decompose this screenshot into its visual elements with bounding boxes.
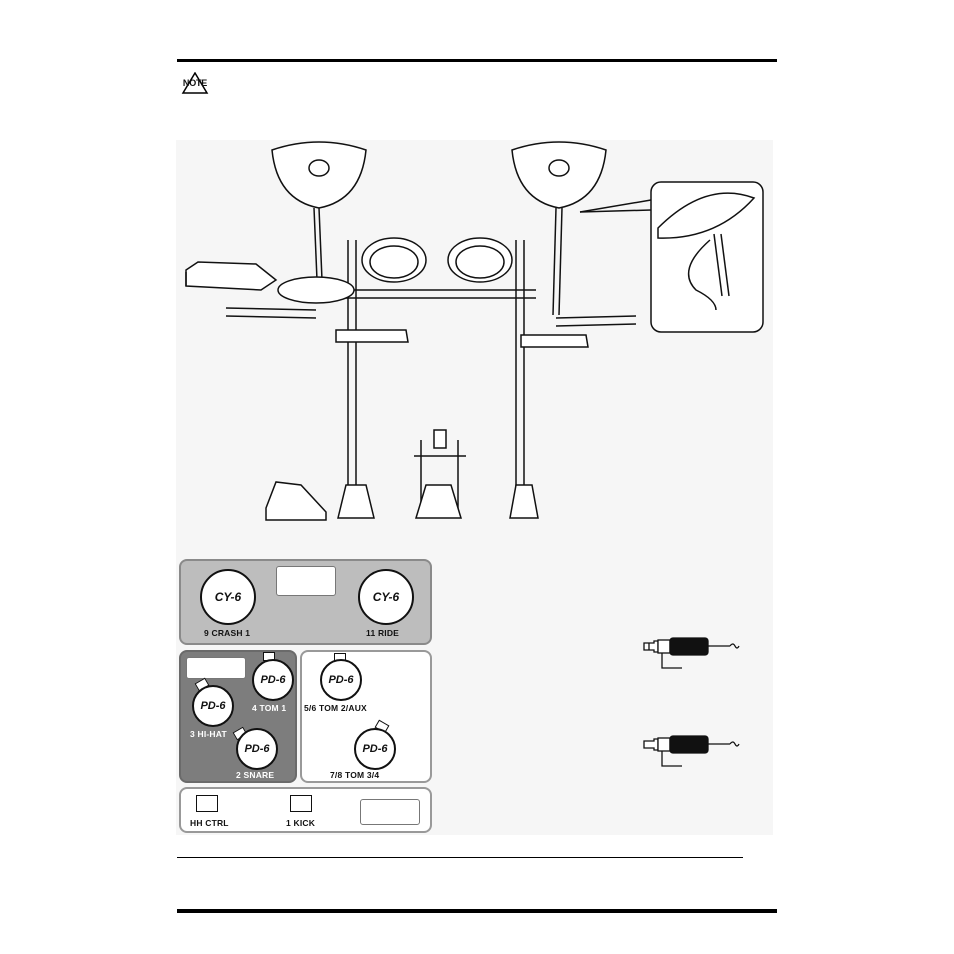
top-rule: [177, 59, 777, 62]
snare-pad[interactable]: PD-6: [236, 728, 278, 770]
hihat-pad[interactable]: PD-6: [192, 685, 234, 727]
hh-ctrl-input[interactable]: [196, 795, 218, 812]
blank-label-box-3: [360, 799, 420, 825]
drum-kit-illustration: [185, 141, 764, 521]
bottom-rule: [177, 909, 777, 913]
note-icon-label: NOTE: [182, 78, 208, 88]
section-rule: [177, 857, 743, 858]
note-icon: NOTE: [178, 71, 212, 96]
blank-label-box: [276, 566, 336, 596]
crash-label: 9 CRASH 1: [204, 628, 251, 638]
kick-label: 1 KICK: [286, 818, 316, 828]
snare-label: 2 SNARE: [236, 770, 275, 780]
tom1-pad[interactable]: PD-6: [252, 659, 294, 701]
tom2-pad[interactable]: PD-6: [320, 659, 362, 701]
ride-pad[interactable]: CY-6: [358, 569, 414, 625]
hihat-label: 3 HI-HAT: [190, 729, 227, 739]
crash-cymbal-drawing: [271, 141, 367, 281]
kick-input[interactable]: [290, 795, 312, 812]
tom3-label: 7/8 TOM 3/4: [330, 770, 380, 780]
tom1-label: 4 TOM 1: [252, 703, 287, 713]
mono-plug-icon: [643, 735, 740, 767]
crash-pad[interactable]: CY-6: [200, 569, 256, 625]
blank-label-box-2: [186, 657, 246, 679]
stereo-plug-icon: [643, 637, 740, 669]
ride-label: 11 RIDE: [366, 628, 400, 638]
hh-ctrl-label: HH CTRL: [190, 818, 229, 828]
ride-cymbal-drawing: [511, 141, 607, 316]
tom3-pad[interactable]: PD-6: [354, 728, 396, 770]
tom2-label: 5/6 TOM 2/AUX: [304, 703, 367, 713]
